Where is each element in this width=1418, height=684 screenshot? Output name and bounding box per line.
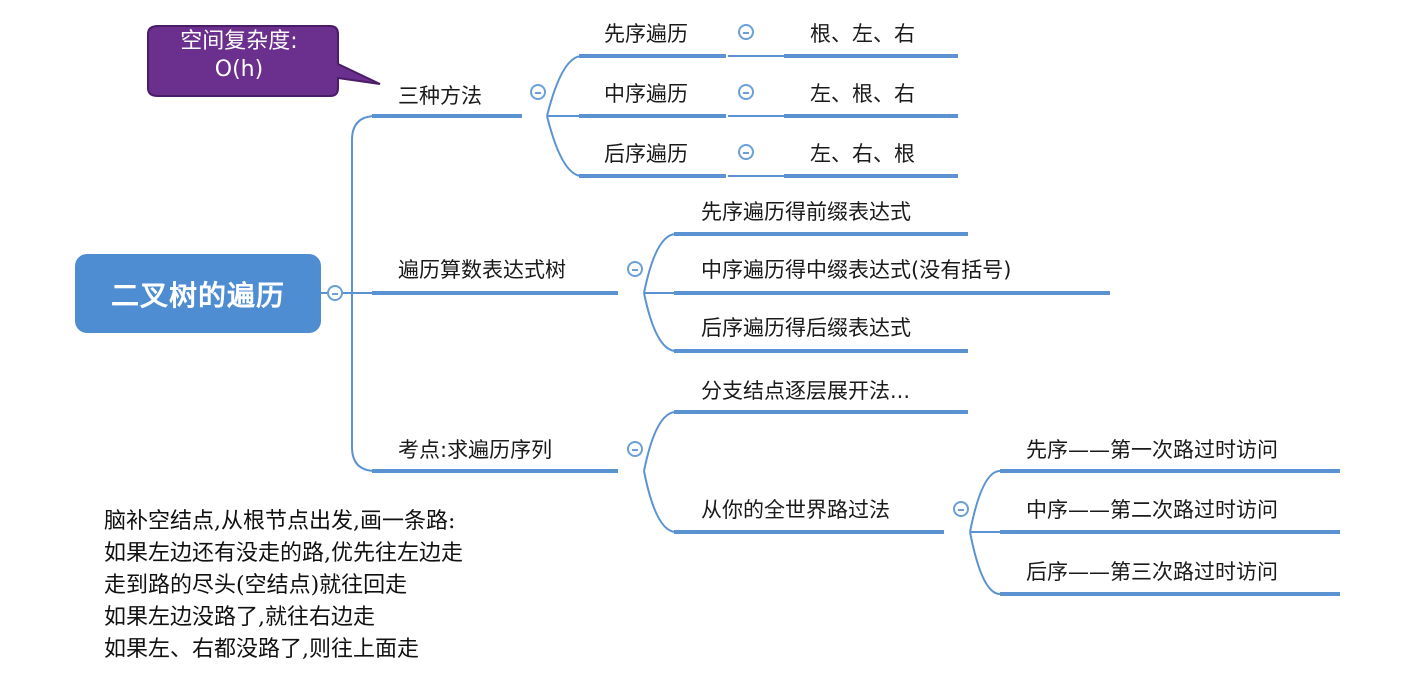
root-node[interactable]: 二叉树的遍历 <box>75 254 321 333</box>
node-inorder-detail[interactable]: 左、根、右 <box>810 82 915 106</box>
node-postorder-third-pass[interactable]: 后序——第三次路过时访问 <box>1026 560 1278 584</box>
node-preorder-first-pass[interactable]: 先序——第一次路过时访问 <box>1026 438 1278 462</box>
collapse-preorder-icon[interactable] <box>738 24 754 40</box>
node-level-expansion[interactable]: 分支结点逐层展开法... <box>701 379 911 403</box>
branch-exam-points[interactable]: 考点:求遍历序列 <box>398 438 553 462</box>
connector-b3-c2 <box>643 470 677 533</box>
connector-b2-c1 <box>643 233 677 294</box>
root-label: 二叉树的遍历 <box>110 278 285 312</box>
callout-line1: 空间复杂度: <box>180 29 298 54</box>
callout: 空间复杂度: O(h) <box>149 28 329 84</box>
node-preorder-detail[interactable]: 根、左、右 <box>810 22 915 46</box>
node-inorder[interactable]: 中序遍历 <box>604 82 688 106</box>
connector-root-branch3 <box>351 293 377 472</box>
collapse-postorder-icon[interactable] <box>738 144 754 160</box>
node-passing-method[interactable]: 从你的全世界路过法 <box>701 498 890 522</box>
note-line: 如果左边没路了,就往右边走 <box>104 605 375 630</box>
node-postorder-detail[interactable]: 左、右、根 <box>810 142 915 166</box>
collapse-root-icon[interactable] <box>327 285 343 301</box>
branch-three-methods[interactable]: 三种方法 <box>398 84 482 108</box>
collapse-inorder-icon[interactable] <box>738 84 754 100</box>
node-postfix-expression[interactable]: 后序遍历得后缀表达式 <box>701 316 911 340</box>
note-line: 如果左、右都没路了,则往上面走 <box>104 637 419 662</box>
connector-b2-c3 <box>643 292 677 352</box>
note-line: 如果左边还有没走的路,优先往左边走 <box>104 541 463 566</box>
connector-sb-c3 <box>969 531 1001 595</box>
branch-expression-tree[interactable]: 遍历算数表达式树 <box>398 258 566 282</box>
callout-line2: O(h) <box>214 57 264 82</box>
node-prefix-expression[interactable]: 先序遍历得前缀表达式 <box>701 200 911 224</box>
node-postorder[interactable]: 后序遍历 <box>604 142 688 166</box>
collapse-branch2-icon[interactable] <box>627 261 643 277</box>
connector-b3-c1 <box>643 411 677 472</box>
node-preorder[interactable]: 先序遍历 <box>604 22 688 46</box>
node-infix-expression[interactable]: 中序遍历得中缀表达式(没有括号) <box>701 258 1012 282</box>
collapse-branch3-icon[interactable] <box>627 441 643 457</box>
connector-sb-c1 <box>969 470 1001 533</box>
note-line: 脑补空结点,从根节点出发,画一条路: <box>104 509 456 534</box>
collapse-branch1-icon[interactable] <box>530 84 546 100</box>
callout-bubble <box>147 25 381 97</box>
collapse-passing-method-icon[interactable] <box>953 501 969 517</box>
note-line: 走到路的尽头(空结点)就往回走 <box>104 573 408 598</box>
node-inorder-second-pass[interactable]: 中序——第二次路过时访问 <box>1026 498 1278 522</box>
traversal-note: 脑补空结点,从根节点出发,画一条路: 如果左边还有没走的路,优先往左边走 走到路… <box>104 506 463 666</box>
connector-root-branch1 <box>346 115 377 294</box>
